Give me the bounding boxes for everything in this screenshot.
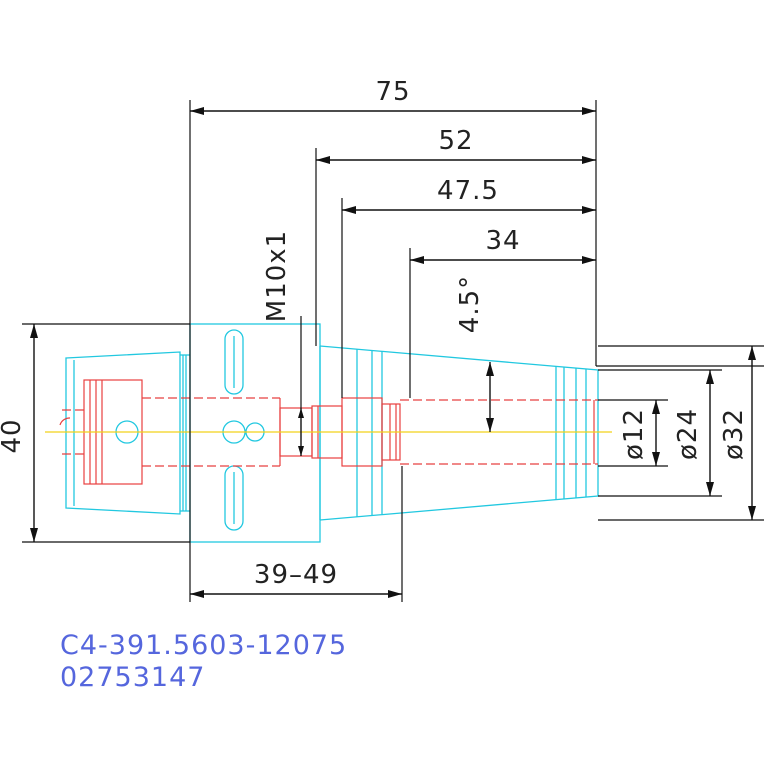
dim-thread: M10x1 <box>262 230 292 322</box>
dim-flange-diameter: 40 <box>0 418 27 453</box>
dim-angle: 4.5° <box>455 275 485 333</box>
dim-52: 52 <box>438 126 473 156</box>
holder-outline <box>65 323 599 543</box>
dimension-lines <box>30 107 756 598</box>
dim-dia-32: ø32 <box>719 408 749 460</box>
extension-lines <box>22 100 764 602</box>
dim-34: 34 <box>485 226 520 256</box>
dim-dia-12: ø12 <box>619 408 649 460</box>
dim-total-length: 75 <box>375 77 410 107</box>
dim-gauge-range: 39–49 <box>254 560 338 590</box>
dim-dia-24: ø24 <box>673 408 703 460</box>
part-code: C4-391.5603-12075 <box>60 630 347 661</box>
part-number: 02753147 <box>60 662 205 693</box>
dim-47-5: 47.5 <box>437 176 499 206</box>
